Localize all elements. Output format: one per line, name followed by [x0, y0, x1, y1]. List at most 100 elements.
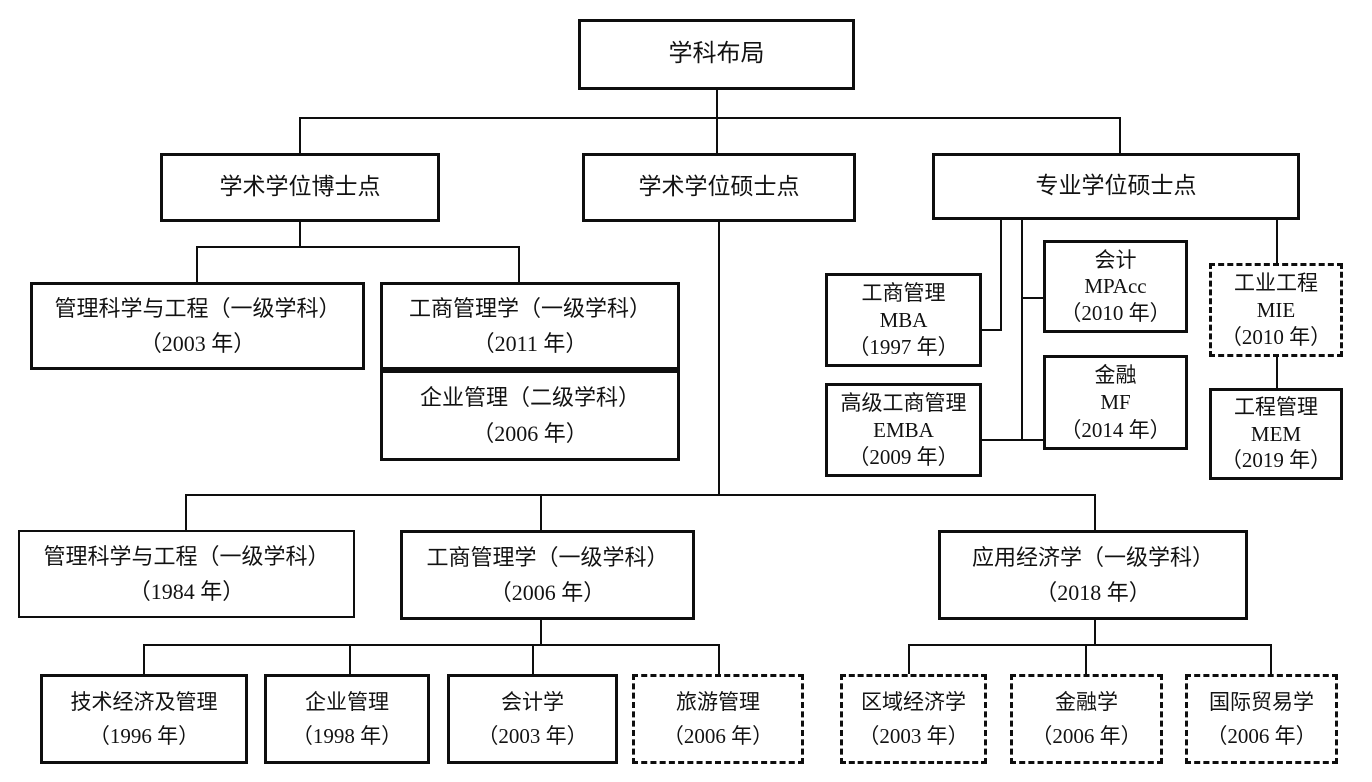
- connector: [908, 644, 910, 674]
- connector: [185, 494, 1096, 496]
- node-line: （2003 年）: [139, 330, 256, 356]
- node-line: （2006 年）: [662, 724, 774, 749]
- connector: [1276, 220, 1278, 263]
- node-line: 旅游管理: [676, 689, 760, 714]
- node-line: （2006 年）: [472, 420, 588, 446]
- node-tech-econ-1996: 技术经济及管理 （1996 年）: [40, 674, 248, 764]
- node-line: 工商管理学（一级学科）: [426, 544, 669, 570]
- connector: [196, 246, 198, 282]
- node-line: （2006 年）: [1206, 724, 1317, 749]
- connector: [1094, 620, 1096, 646]
- node-line: （2006 年）: [1031, 724, 1142, 749]
- connector: [185, 494, 187, 530]
- connector: [1094, 494, 1096, 530]
- connector: [1270, 644, 1272, 674]
- connector: [532, 644, 534, 674]
- connector: [1276, 357, 1278, 388]
- connector: [908, 644, 1272, 646]
- node-line: （2003 年）: [477, 724, 588, 749]
- connector: [982, 329, 1002, 331]
- node-line: 企业管理: [305, 689, 389, 714]
- node-line: MEM: [1250, 421, 1302, 446]
- node-line: （2006 年）: [489, 579, 606, 605]
- node-line: 工商管理: [861, 280, 946, 305]
- connector: [1119, 117, 1121, 153]
- node-line: （2019 年）: [1220, 448, 1332, 473]
- node-line: EMBA: [873, 417, 934, 442]
- node-line: 工业工程: [1234, 270, 1318, 295]
- node-enterprise-mgmt-2006: 企业管理（二级学科） （2006 年）: [380, 370, 680, 461]
- node-mf: 金融 MF （2014 年）: [1043, 355, 1188, 450]
- connector: [1021, 220, 1023, 441]
- connector: [196, 246, 520, 248]
- node-tourism-2006: 旅游管理 （2006 年）: [632, 674, 804, 764]
- connector: [718, 644, 720, 674]
- node-mse-1984: 管理科学与工程（一级学科） （1984 年）: [18, 530, 355, 618]
- connector: [518, 246, 520, 282]
- node-root: 学科布局: [578, 19, 855, 90]
- connector: [716, 89, 718, 153]
- node-line: （2010 年）: [1220, 324, 1332, 349]
- node-line: 国际贸易学: [1209, 689, 1314, 714]
- node-label: 学科布局: [668, 40, 765, 67]
- node-line: 企业管理（二级学科）: [419, 385, 640, 411]
- node-intl-trade-2006: 国际贸易学 （2006 年）: [1185, 674, 1338, 764]
- connector: [982, 439, 1043, 441]
- node-line: （1984 年）: [128, 578, 245, 604]
- node-academic-master: 学术学位硕士点: [582, 153, 856, 222]
- node-line: 金融: [1094, 363, 1137, 388]
- node-line: MBA: [879, 307, 928, 332]
- node-professional-master: 专业学位硕士点: [932, 153, 1300, 220]
- connector: [299, 117, 301, 153]
- node-label: 学术学位硕士点: [638, 174, 800, 200]
- node-mba: 工商管理 MBA （1997 年）: [825, 273, 982, 367]
- node-line: 会计学: [501, 689, 564, 714]
- node-line: MIE: [1256, 297, 1296, 322]
- node-mse-2003: 管理科学与工程（一级学科） （2003 年）: [30, 282, 365, 370]
- node-mpacc: 会计 MPAcc （2010 年）: [1043, 240, 1188, 333]
- node-line: （2018 年）: [1035, 579, 1151, 605]
- node-applied-econ-2018: 应用经济学（一级学科） （2018 年）: [938, 530, 1248, 620]
- node-mie: 工业工程 MIE （2010 年）: [1209, 263, 1343, 357]
- node-finance-2006: 金融学 （2006 年）: [1010, 674, 1163, 764]
- node-line: 会计: [1094, 247, 1137, 272]
- node-line: 工商管理学（一级学科）: [408, 296, 651, 322]
- connector: [540, 620, 542, 646]
- connector: [1085, 644, 1087, 674]
- node-mem: 工程管理 MEM （2019 年）: [1209, 388, 1343, 480]
- node-line: （2009 年）: [848, 444, 959, 469]
- node-line: 工程管理: [1234, 395, 1318, 420]
- node-academic-doctoral: 学术学位博士点: [160, 153, 440, 222]
- node-regional-econ-2003: 区域经济学 （2003 年）: [840, 674, 987, 764]
- node-line: MF: [1100, 390, 1131, 415]
- node-accounting-2003: 会计学 （2003 年）: [447, 674, 618, 764]
- connector: [143, 644, 720, 646]
- node-emba: 高级工商管理 EMBA （2009 年）: [825, 383, 982, 477]
- connector: [718, 222, 720, 496]
- node-label: 学术学位博士点: [219, 174, 381, 200]
- node-ba-2011: 工商管理学（一级学科） （2011 年）: [380, 282, 680, 370]
- node-line: （1996 年）: [88, 724, 200, 749]
- node-line: 金融学: [1055, 689, 1118, 714]
- connector: [349, 644, 351, 674]
- node-line: 管理科学与工程（一级学科）: [43, 543, 330, 569]
- node-line: 技术经济及管理: [70, 689, 218, 714]
- node-line: （1998 年）: [291, 724, 403, 749]
- node-line: 高级工商管理: [840, 390, 967, 415]
- node-ent-mgmt-1998: 企业管理 （1998 年）: [264, 674, 430, 764]
- connector: [299, 117, 1121, 119]
- node-line: 管理科学与工程（一级学科）: [54, 296, 341, 322]
- node-line: （2010 年）: [1060, 301, 1171, 326]
- node-line: （1997 年）: [848, 334, 959, 359]
- node-line: 应用经济学（一级学科）: [971, 544, 1214, 570]
- node-ba-2006: 工商管理学（一级学科） （2006 年）: [400, 530, 695, 620]
- node-line: （2014 年）: [1060, 417, 1171, 442]
- connector: [1000, 220, 1002, 331]
- node-line: 区域经济学: [861, 689, 966, 714]
- connector: [143, 644, 145, 674]
- node-line: （2011 年）: [472, 330, 588, 356]
- node-line: MPAcc: [1084, 274, 1147, 299]
- connector: [1021, 297, 1043, 299]
- connector: [540, 494, 542, 530]
